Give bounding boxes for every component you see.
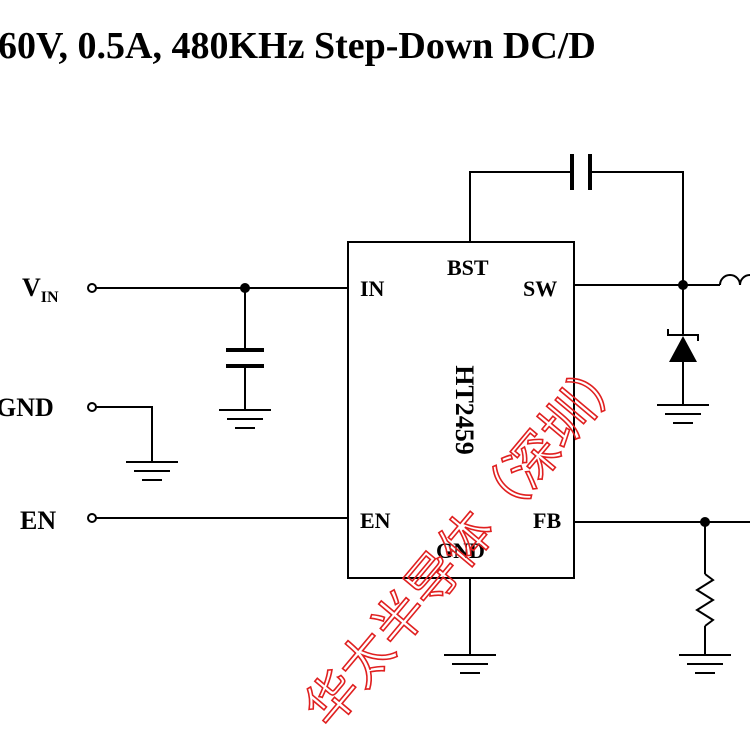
terminal-en bbox=[87, 513, 97, 523]
terminal-label-en: EN bbox=[20, 506, 56, 535]
feedback-resistor bbox=[695, 573, 715, 627]
ic-body bbox=[347, 241, 575, 579]
terminal-label-vin-sub: IN bbox=[41, 289, 59, 306]
pin-label-gnd: GND bbox=[436, 538, 485, 563]
pin-label-in: IN bbox=[360, 276, 385, 301]
terminal-gnd bbox=[87, 402, 97, 412]
terminal-label-gnd: GND bbox=[0, 393, 54, 422]
chip-name: HT2459 bbox=[450, 365, 479, 455]
ground-symbol-ic bbox=[444, 654, 496, 674]
pin-label-en: EN bbox=[360, 508, 391, 533]
diode-cathode-bar bbox=[667, 329, 699, 341]
inductor bbox=[719, 274, 750, 286]
page-title: 60V, 0.5A, 480KHz Step-Down DC/D bbox=[0, 25, 596, 67]
wire-bootstrap-to-sw bbox=[590, 171, 684, 285]
ground-symbol-gnd-terminal bbox=[126, 461, 178, 481]
pin-label-bst: BST bbox=[447, 255, 489, 280]
terminal-vin bbox=[87, 283, 97, 293]
ground-symbol-diode bbox=[657, 404, 709, 424]
wire-gnd bbox=[96, 406, 153, 462]
pin-label-fb: FB bbox=[533, 508, 561, 533]
ground-symbol-fb bbox=[679, 654, 731, 674]
pin-label-sw: SW bbox=[523, 276, 557, 301]
wire-bst bbox=[469, 171, 572, 242]
ground-symbol-input-cap bbox=[219, 409, 271, 429]
terminal-label-vin-main: V bbox=[22, 273, 41, 302]
terminal-label-vin: VIN bbox=[22, 273, 59, 306]
diode-body bbox=[669, 336, 697, 362]
